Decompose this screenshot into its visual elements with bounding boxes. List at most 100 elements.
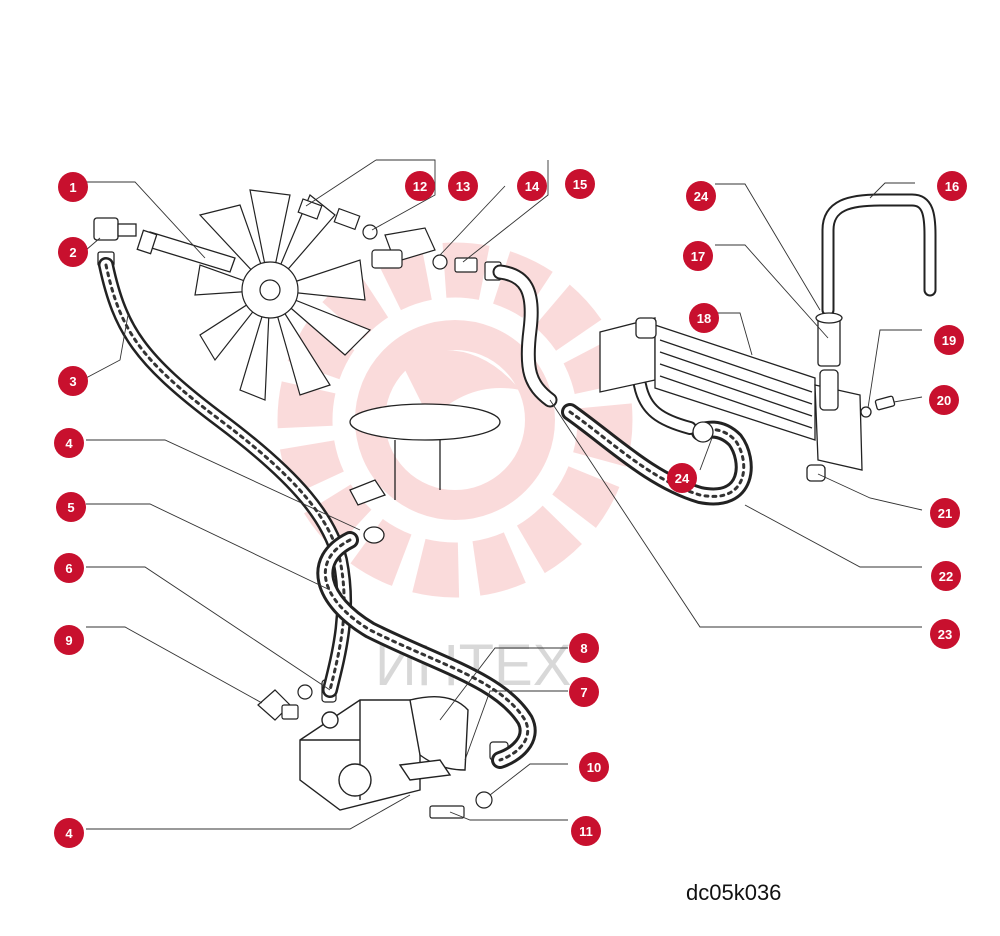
callout-circle: [930, 498, 960, 528]
callout-number: 24: [694, 189, 709, 204]
leader-10: [489, 763, 568, 796]
callout-circle: [929, 385, 959, 415]
callout-14: 14: [517, 171, 547, 201]
callout-number: 3: [69, 374, 76, 389]
hoses: [98, 193, 937, 769]
callout-circle: [517, 171, 547, 201]
callout-number: 12: [413, 179, 427, 194]
callout-circle: [54, 428, 84, 458]
callout-number: 5: [67, 500, 74, 515]
leader-24a: [715, 183, 821, 311]
callout-5: 5: [56, 492, 86, 522]
drawing-code: dc05k036: [686, 880, 782, 905]
callout-number: 18: [697, 311, 711, 326]
callout-number: 14: [525, 179, 540, 194]
leader-3: [85, 314, 129, 379]
callout-3: 3: [58, 366, 88, 396]
callout-circle: [58, 237, 88, 267]
callout-21: 21: [930, 498, 960, 528]
callout-number: 1: [69, 180, 76, 195]
fan-shaft: [136, 229, 236, 273]
callout-1: 1: [58, 172, 88, 202]
callout-circle: [689, 303, 719, 333]
leader-17: [715, 244, 829, 339]
callout-circle: [571, 816, 601, 846]
callout-number: 9: [65, 633, 72, 648]
callout-23: 23: [930, 619, 960, 649]
oil-cooler: [599, 312, 896, 482]
callout-circle: [448, 171, 478, 201]
callout-number: 11: [579, 824, 593, 839]
leader-22: [744, 504, 922, 568]
leader-18: [715, 312, 753, 356]
callout-number: 16: [945, 179, 959, 194]
callout-12: 12: [405, 171, 435, 201]
leader-top-bracket: [305, 159, 377, 207]
reservoir-tank: [349, 403, 501, 544]
callout-number: 10: [587, 760, 601, 775]
callout-11: 11: [571, 816, 601, 846]
leader-9: [86, 626, 263, 704]
callout-24: 24: [686, 181, 716, 211]
callout-circle: [686, 181, 716, 211]
callout-circle: [569, 633, 599, 663]
leader-11: [449, 811, 568, 821]
callout-circle: [54, 625, 84, 655]
callout-circle: [569, 677, 599, 707]
callout-number: 23: [938, 627, 952, 642]
callout-7: 7: [569, 677, 599, 707]
leader-5: [86, 503, 331, 591]
callout-number: 17: [691, 249, 705, 264]
callout-4: 4: [54, 818, 84, 848]
callout-9: 9: [54, 625, 84, 655]
callout-circle: [54, 818, 84, 848]
callout-circle: [565, 169, 595, 199]
callout-number: 24: [675, 471, 690, 486]
callout-10: 10: [579, 752, 609, 782]
leader-4b: [86, 794, 411, 830]
callout-number: 13: [456, 179, 470, 194]
callout-number: 8: [580, 641, 587, 656]
callout-circle: [56, 492, 86, 522]
leader-8: [439, 647, 568, 721]
leader-24b: [699, 437, 713, 471]
leader-4a: [86, 439, 361, 531]
callout-circle: [667, 463, 697, 493]
leader-19: [867, 329, 922, 409]
callout-circle: [579, 752, 609, 782]
callout-circle: [937, 171, 967, 201]
callout-circle: [930, 619, 960, 649]
leader-21: [817, 473, 923, 511]
leader-1: [86, 181, 206, 259]
leader-7: [464, 690, 568, 761]
callout-number: 21: [938, 506, 952, 521]
leader-12: [371, 159, 436, 231]
callout-4: 4: [54, 428, 84, 458]
callout-number: 4: [65, 436, 73, 451]
pump-assembly: [299, 695, 469, 811]
callout-circle: [58, 366, 88, 396]
leader-6: [86, 566, 331, 691]
callout-circle: [934, 325, 964, 355]
elbow-fitting-top-left: [93, 217, 137, 267]
fan-assembly: [194, 189, 372, 401]
callout-circle: [58, 172, 88, 202]
callout-22: 22: [931, 561, 961, 591]
callout-number: 2: [69, 245, 76, 260]
leader-14: [439, 185, 506, 256]
callout-6: 6: [54, 553, 84, 583]
callout-18: 18: [689, 303, 719, 333]
callout-17: 17: [683, 241, 713, 271]
callout-24: 24: [667, 463, 697, 493]
callout-8: 8: [569, 633, 599, 663]
leader-16: [869, 182, 915, 199]
callout-15: 15: [565, 169, 595, 199]
leader-23: [549, 399, 922, 628]
callout-circle: [54, 553, 84, 583]
callout-circle: [931, 561, 961, 591]
callout-circle: [405, 171, 435, 201]
leader-20: [893, 396, 923, 403]
callout-number: 6: [65, 561, 72, 576]
